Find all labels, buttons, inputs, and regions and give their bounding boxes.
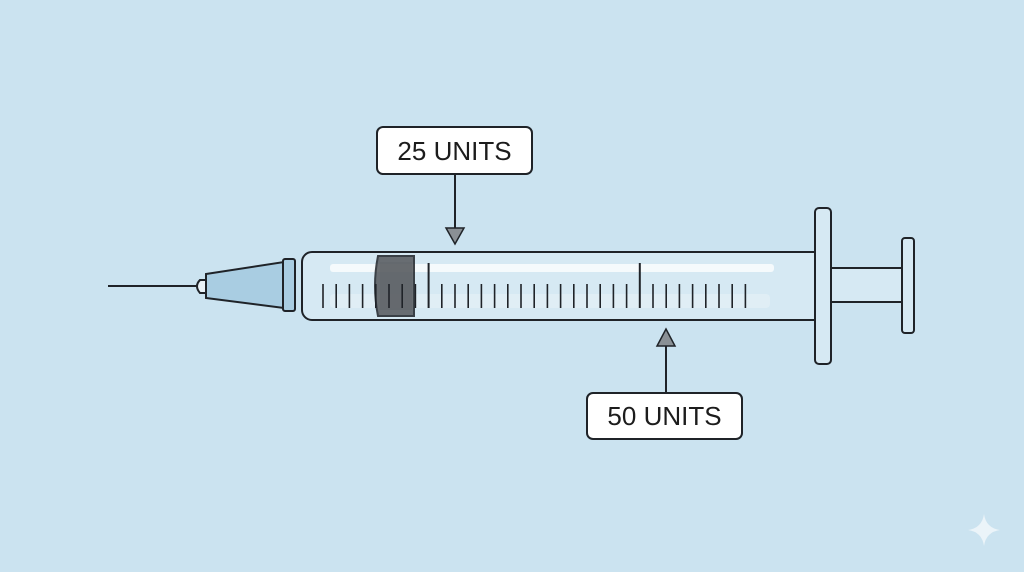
needle-hub	[205, 260, 285, 310]
arrow-down-icon	[444, 227, 466, 246]
scale-ticks	[322, 263, 747, 308]
barrel-highlight	[330, 264, 774, 272]
callout-label-lower: 50 UNITS	[607, 401, 721, 431]
barrel-flange	[814, 207, 832, 365]
callout-box-lower	[586, 392, 743, 440]
callout-box-upper	[376, 126, 533, 175]
callout-25-units: 25 UNITS	[376, 126, 533, 246]
hub-collar	[282, 258, 296, 312]
plunger-rod	[824, 267, 906, 303]
callout-50-units: 50 UNITS	[586, 327, 743, 440]
plunger-thumb-press	[901, 237, 915, 334]
callout-label-upper: 25 UNITS	[397, 136, 511, 166]
arrow-up-icon	[655, 327, 677, 347]
barrel-glare	[330, 294, 770, 308]
plunger-stopper-shade	[380, 262, 412, 310]
sparkle-icon	[968, 514, 1000, 546]
